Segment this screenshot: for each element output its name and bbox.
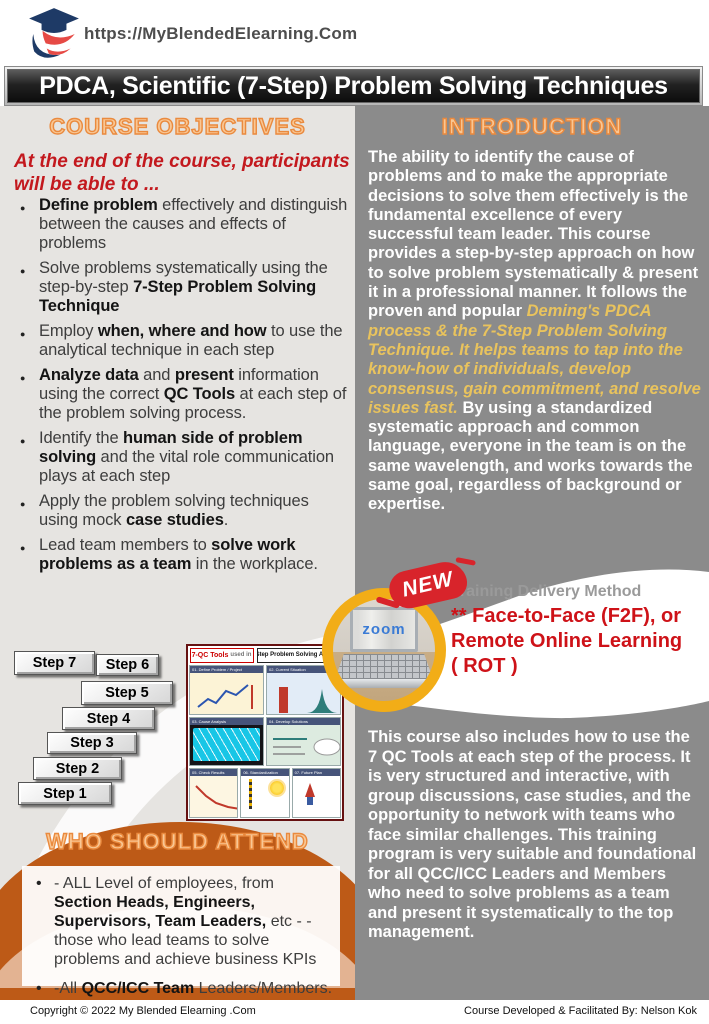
objective-item: Identify the human side of problem solvi… <box>18 429 352 486</box>
qc-panel: 07. Future Plan <box>291 768 341 819</box>
step-3-button: Step 3 <box>47 732 137 754</box>
course-objectives-heading: COURSE OBJECTIVES <box>48 113 306 139</box>
delivery-option-line3: ( ROT ) <box>451 655 518 677</box>
attend-item: -All QCC/ICC Team Leaders/Members. <box>30 979 334 998</box>
laptop-base <box>333 679 435 688</box>
objective-item: Apply the problem solving techniques usi… <box>18 492 352 530</box>
step-7-button: Step 7 <box>14 651 95 675</box>
delivery-option-line1: ** Face-to-Face (F2F), or <box>451 605 682 627</box>
objective-item: Define problem effectively and distingui… <box>18 196 352 253</box>
graduation-cap-logo-icon <box>29 8 79 58</box>
step-4-button: Step 4 <box>62 707 155 730</box>
objective-item: Lead team members to solve work problems… <box>18 536 352 574</box>
facilitator-text: Course Developed & Facilitated By: Nelso… <box>464 1005 697 1017</box>
new-badge-label: NEW <box>399 567 456 602</box>
sun-graphic <box>269 781 284 796</box>
who-should-attend-heading: WHO SHOULD ATTEND <box>45 828 309 854</box>
process-dots-graphic <box>249 779 253 810</box>
step-2-button: Step 2 <box>33 757 122 780</box>
objective-item: Solve problems systematically using the … <box>18 259 352 316</box>
qc-panel: 01. Define Problem / Project <box>189 665 264 715</box>
step-6-button: Step 6 <box>96 654 159 676</box>
delivery-option-line2: Remote Online Learning <box>451 630 683 652</box>
footer: Copyright © 2022 My Blended Elearning .C… <box>0 1000 709 1024</box>
objectives-lead-text: At the end of the course, participants w… <box>14 151 350 195</box>
zoom-laptop-photo: zoom <box>322 588 446 712</box>
laptop-keyboard <box>335 654 433 679</box>
title-banner-inner: PDCA, Scientific (7-Step) Problem Solvin… <box>7 69 700 103</box>
right-column: INTRODUCTION The ability to identify the… <box>355 106 709 1000</box>
title-banner: PDCA, Scientific (7-Step) Problem Solvin… <box>4 66 703 106</box>
objective-item: Employ when, where and how to use the an… <box>18 322 352 360</box>
zoom-logo-text: zoom <box>362 621 406 638</box>
copyright-text: Copyright © 2022 My Blended Elearning .C… <box>30 1005 256 1017</box>
attend-item: - ALL Level of employees, from Section H… <box>30 874 334 969</box>
step-5-button: Step 5 <box>81 681 173 705</box>
qc-panel: 03. Cause Analysis <box>189 716 264 767</box>
training-delivery-block: Training Delivery Method ** Face-to-Face… <box>451 583 703 679</box>
qc-panel: 06. Standardization <box>240 768 290 819</box>
objective-item: Analyze data and present information usi… <box>18 366 352 423</box>
qc-tools-slide-thumbnail: 7-QC Tools used in 7-Step Problem Solvin… <box>186 644 344 821</box>
who-should-attend-panel: - ALL Level of employees, from Section H… <box>22 866 340 998</box>
introduction-paragraph: The ability to identify the cause of pro… <box>368 148 701 514</box>
introduction-heading: INTRODUCTION <box>441 113 623 139</box>
left-column: COURSE OBJECTIVES At the end of the cour… <box>0 106 355 1000</box>
step-1-button: Step 1 <box>18 782 112 805</box>
qc-panel: 04. Develop Solutions <box>266 716 341 767</box>
fishbone-diagram-graphic <box>193 727 260 762</box>
objectives-list: Define problem effectively and distingui… <box>18 196 352 580</box>
qc-panel: 05. Check Results <box>189 768 239 819</box>
site-url-link[interactable]: https://MyBlendedElearning.Com <box>84 24 358 43</box>
page-title: PDCA, Scientific (7-Step) Problem Solvin… <box>39 71 668 100</box>
laptop-screen: zoom <box>350 607 418 652</box>
white-wave-shape <box>355 569 709 719</box>
course-includes-paragraph: This course also includes how to use the… <box>368 728 697 941</box>
training-delivery-heading: Training Delivery Method <box>451 583 642 600</box>
rocket-graphic <box>304 783 315 806</box>
qc-slide-header: 7-QC Tools used in 7-Step Problem Solvin… <box>188 646 342 664</box>
qc-slide-title-left: 7-QC Tools used in <box>189 647 254 663</box>
who-should-attend-list: - ALL Level of employees, from Section H… <box>30 874 334 998</box>
